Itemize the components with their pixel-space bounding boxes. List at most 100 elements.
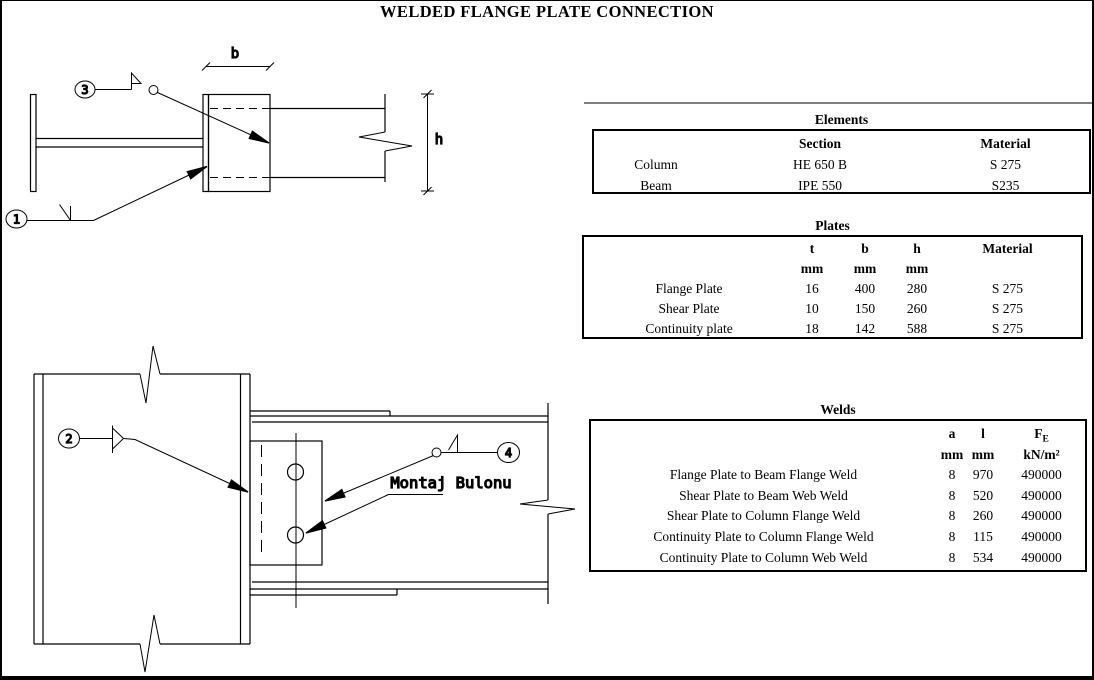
welds-row-name: Shear Plate to Column Flange Weld <box>666 508 861 524</box>
shear-plate <box>249 440 323 566</box>
plates-row-name: Shear Plate <box>658 301 720 316</box>
callout-3: 3 <box>74 71 270 144</box>
callout-1-number: 1 <box>13 213 20 227</box>
plates-row-name: Flange Plate <box>655 281 723 296</box>
welds-units-blank <box>591 445 936 466</box>
column-top-break <box>139 345 161 404</box>
welds-row-name: Flange Plate to Beam Flange Weld <box>669 467 858 483</box>
plates-row-h: 588 <box>906 321 928 336</box>
flange-plate <box>207 93 271 193</box>
welds-row-l: 534 <box>972 549 994 565</box>
plates-row-material: S 275 <box>991 281 1024 296</box>
beam-break-symbol-2 <box>519 499 576 515</box>
welds-header-a: a <box>948 426 956 441</box>
weld-flag-icon <box>131 71 143 90</box>
elements-row-name: Beam <box>640 178 672 193</box>
welds-units-f: kN/m² <box>1023 446 1060 462</box>
dimension-b: b <box>201 45 275 71</box>
column-left-flange <box>29 93 37 193</box>
plates-row-b: 142 <box>854 321 876 336</box>
weld-all-around-icon <box>148 85 159 95</box>
welds-row-f: 490000 <box>1021 528 1062 544</box>
callout-1-leader <box>93 166 208 221</box>
fillet-weld-icon <box>59 204 71 221</box>
callout-4-arrowhead <box>324 488 346 502</box>
welds-row-f: 490000 <box>1021 467 1062 483</box>
dim-h-label: h <box>435 132 443 148</box>
welds-row-f: 490000 <box>1021 487 1062 503</box>
plates-header-t: t <box>809 241 815 256</box>
plates-row-b: 150 <box>854 301 876 316</box>
bolt-label: Montaj Bulonu <box>390 474 511 492</box>
callout-1: 1 <box>5 165 208 229</box>
dim-b-label: b <box>231 46 239 62</box>
callout-4-bubble <box>497 442 520 463</box>
elements-row-material: S 275 <box>989 157 1022 172</box>
welds-row-name: Shear Plate to Beam Web Weld <box>679 487 848 503</box>
beam-top-flange-plate <box>250 410 548 423</box>
weld-flag-icon-2 <box>448 433 458 452</box>
callout-4-number: 4 <box>505 446 512 460</box>
plates-header-b: b <box>861 241 869 256</box>
elements-row-section: HE 650 B <box>793 157 847 172</box>
plates-units-material <box>934 259 1081 279</box>
dimension-h: h <box>421 89 444 196</box>
plates-units-t: mm <box>800 261 824 276</box>
plates-header-h: h <box>913 241 921 256</box>
page-title: WELDED FLANGE PLATE CONNECTION <box>380 2 714 21</box>
column-web <box>36 137 203 148</box>
bolt-upper <box>286 463 305 481</box>
elements-table-title: Elements <box>814 112 869 127</box>
hidden-beam-flange-lines <box>210 108 270 178</box>
welds-units-a: mm <box>940 446 964 462</box>
callout-2-number: 2 <box>65 432 72 446</box>
welds-units-l: mm <box>971 446 995 462</box>
bolt-label-arrowhead <box>305 519 327 534</box>
welds-row-a: 8 <box>948 467 956 483</box>
plates-header-blank <box>584 239 794 259</box>
plates-row-t: 18 <box>805 321 819 336</box>
callout-4: 4 <box>324 433 520 502</box>
welds-row-a: 8 <box>948 549 956 565</box>
plates-row-t: 16 <box>805 281 819 296</box>
elements-table: Section Material Column HE 650 B S 275 B… <box>592 129 1091 194</box>
plates-units-b: mm <box>853 261 877 276</box>
beam-bottom-flange-plate <box>250 581 548 596</box>
plates-row-h: 280 <box>906 281 928 296</box>
top-drawing: b h 3 1 <box>5 45 444 229</box>
elements-header-blank <box>594 133 718 154</box>
callout-1-bubble <box>5 209 28 229</box>
welds-row-a: 8 <box>948 528 956 544</box>
plates-row-material: S 275 <box>991 321 1024 336</box>
callout-2-leader <box>123 438 249 493</box>
welds-header-l: l <box>981 426 985 441</box>
dim-h-ends <box>421 89 434 196</box>
column-bottom-break <box>139 614 161 673</box>
column-outline <box>33 374 251 644</box>
dim-b-ticks <box>201 62 275 71</box>
welds-row-l: 115 <box>973 528 993 544</box>
welds-row-f: 490000 <box>1021 549 1062 565</box>
elements-header-material: Material <box>980 136 1031 151</box>
callout-2: 2 <box>58 425 249 493</box>
callout-1-arrowhead <box>186 165 208 180</box>
beam-break-symbol <box>358 131 413 152</box>
plates-row-t: 10 <box>805 301 819 316</box>
plates-table: t b h Material mm mm mm Flange Plate 16 … <box>582 235 1083 339</box>
plates-row-h: 260 <box>906 301 928 316</box>
welds-row-f: 490000 <box>1021 508 1062 524</box>
plates-row-b: 400 <box>854 281 876 296</box>
weld-all-around-icon-2 <box>431 447 442 458</box>
welds-row-l: 260 <box>972 508 994 524</box>
welds-row-a: 8 <box>948 487 956 503</box>
elements-header-section: Section <box>799 136 841 151</box>
elements-row-name: Column <box>634 157 678 172</box>
elements-row-material: S235 <box>991 178 1020 193</box>
welds-row-l: 970 <box>972 467 994 483</box>
plates-units-blank <box>584 259 794 279</box>
welds-row-name: Continuity Plate to Column Flange Weld <box>653 528 874 544</box>
welds-header-blank <box>591 424 936 445</box>
plates-units-h: mm <box>905 261 929 276</box>
